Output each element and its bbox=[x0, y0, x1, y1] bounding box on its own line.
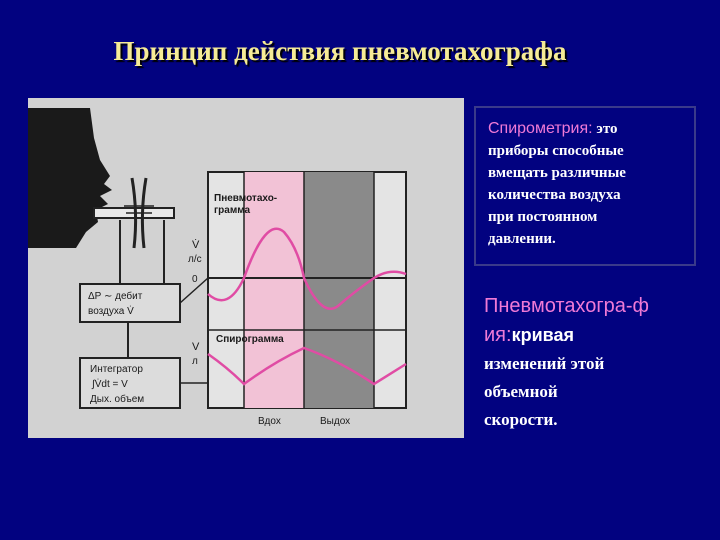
definition-line-5: давлении. bbox=[488, 231, 556, 247]
definition-term: Спирометрия bbox=[488, 120, 588, 137]
definition-line-3: количества воздуха bbox=[488, 187, 621, 203]
definition-text: Спирометрия: это приборы способные вмеща… bbox=[488, 118, 684, 250]
definition2-line-1: объемной bbox=[484, 382, 558, 401]
definition-box: Спирометрия: это приборы способные вмеща… bbox=[474, 106, 696, 266]
flow-box-line1: ΔP ∼ дебит bbox=[88, 290, 143, 302]
pneumotachograph-figure: ΔP ∼ дебит воздуха V̇ Интегратор ∫V̇dt =… bbox=[28, 98, 464, 438]
definition2-text: Пневмотахогра-ф ия:кривая изменений этой… bbox=[484, 292, 710, 434]
definition2-term-2: ия: bbox=[484, 324, 512, 346]
zero-label: 0 bbox=[192, 274, 198, 285]
volume-symbol: V bbox=[192, 341, 200, 353]
integrator-line2: ∫V̇dt = V bbox=[91, 377, 128, 390]
definition2-term-1: Пневмотахогра-ф bbox=[484, 295, 649, 317]
exhale-band bbox=[304, 172, 374, 408]
definition-line-0: это bbox=[596, 121, 617, 137]
definition2-line-2: скорости. bbox=[484, 410, 558, 429]
face-profile bbox=[28, 108, 112, 248]
slide-title: Принцип действия пневмотахографа bbox=[0, 36, 680, 67]
definition-line-4: при постоянном bbox=[488, 209, 597, 225]
definition-line-1: приборы способные bbox=[488, 143, 624, 159]
integrator-line3: Дых. объем bbox=[90, 393, 144, 405]
definition-line-2: вмещать различные bbox=[488, 165, 626, 181]
definition2-lead: кривая bbox=[512, 325, 574, 345]
flow-symbol: V̇ bbox=[192, 238, 200, 251]
pneumo-label-1: Пневмотахо- bbox=[214, 193, 277, 204]
volume-unit: л bbox=[192, 356, 198, 367]
pneumotachography-definition: Пневмотахогра-ф ия:кривая изменений этой… bbox=[484, 292, 710, 434]
definition2-line-0: изменений этой bbox=[484, 354, 604, 373]
spiro-label: Спирограмма bbox=[216, 334, 284, 345]
integrator-line1: Интегратор bbox=[90, 364, 143, 375]
exhale-label: Выдох bbox=[320, 416, 350, 427]
flow-unit: л/с bbox=[188, 254, 202, 265]
inhale-band bbox=[244, 172, 304, 408]
definition-term-suffix: : bbox=[588, 120, 592, 137]
flow-box-line2: воздуха V̇ bbox=[88, 304, 134, 317]
inhale-label: Вдох bbox=[258, 416, 281, 427]
pneumotachograph-diagram: ΔP ∼ дебит воздуха V̇ Интегратор ∫V̇dt =… bbox=[28, 98, 464, 438]
pneumo-label-2: грамма bbox=[214, 205, 250, 216]
